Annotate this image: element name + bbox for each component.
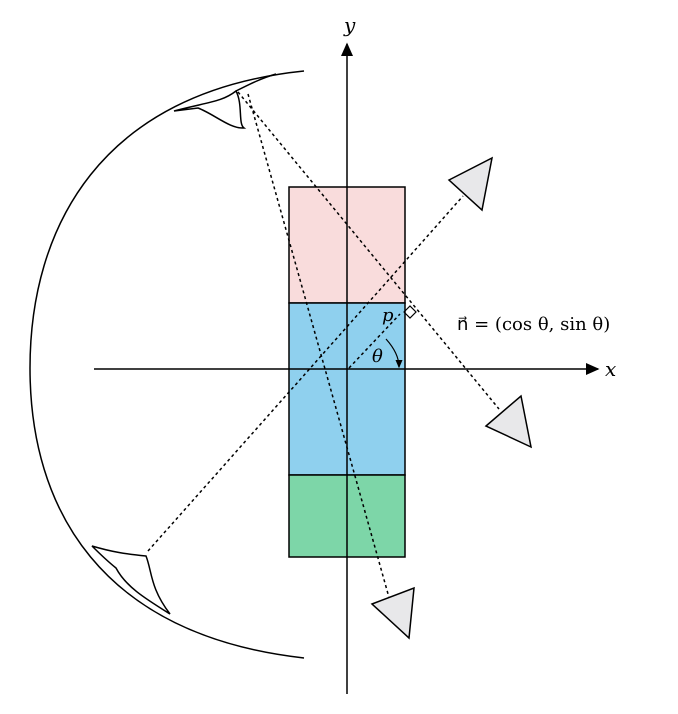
ray-diagonal-down — [237, 91, 500, 410]
ray-diagonal-up — [147, 195, 464, 552]
normal-guide — [348, 313, 401, 369]
x-axis-label: x — [605, 357, 616, 381]
top-detector-edge — [235, 73, 277, 92]
y-axis-label: y — [343, 13, 356, 37]
angle-label: θ — [372, 346, 383, 367]
triangle-bottom — [370, 586, 415, 640]
top-detector — [173, 89, 247, 129]
normal-label: n⃗ = (cos θ, sin θ) — [457, 314, 610, 335]
right-angle-marker — [403, 305, 417, 319]
bottom-detector — [91, 545, 171, 615]
ray-steep — [247, 93, 391, 602]
detector-arc — [29, 70, 305, 659]
triangle-middle-right — [484, 394, 533, 449]
theta-arc — [385, 338, 403, 369]
triangle-top-right — [447, 156, 494, 212]
point-label: p — [382, 305, 394, 326]
